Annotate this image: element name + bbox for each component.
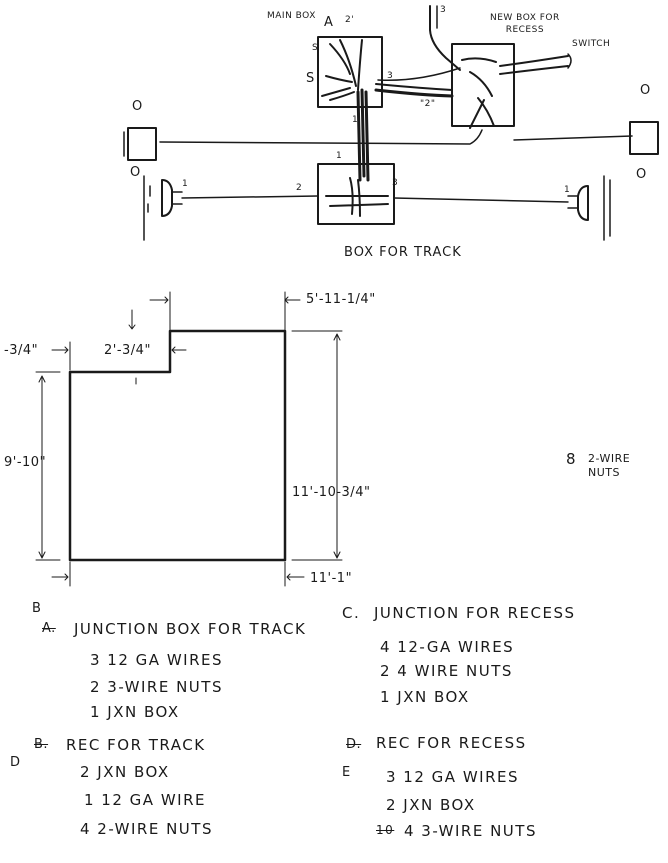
box-for-track-label: BOX FOR TRACK <box>344 245 462 260</box>
list-b-title: JUNCTION BOX FOR TRACK <box>74 620 307 638</box>
wire-3-main-label: 3 <box>387 71 394 81</box>
switch-label: SWITCH <box>572 39 611 49</box>
list-c-letter: C. <box>342 604 361 622</box>
dim-notch: 2'-3/4" <box>104 343 151 358</box>
dim-right: 11'-10-3/4" <box>292 485 371 500</box>
list-e-item-3-strike: 10 <box>376 823 395 837</box>
list-d-item-2: 1 12 GA WIRE <box>84 791 206 809</box>
list-e-letter: E <box>342 765 351 780</box>
dim-line-right <box>291 330 343 561</box>
wire-left-rec-to-track <box>181 195 319 199</box>
list-e-strike: D. <box>346 737 362 752</box>
dim-bottom: 11'-1" <box>310 571 353 586</box>
light-o-left-top: O <box>132 99 143 114</box>
list-d-item-1: 2 JXN BOX <box>80 763 170 781</box>
light-o-right-top: O <box>640 83 651 98</box>
list-e-item-3: 4 3-WIRE NUTS <box>404 822 537 840</box>
right-receptacle <box>577 185 589 221</box>
dim-arrow-top-notch <box>149 291 171 331</box>
dim-arrows-left <box>38 375 46 559</box>
track-box-shape <box>317 163 395 225</box>
main-box-letter: A <box>324 15 334 30</box>
wire-1-track-label: 1 <box>336 151 343 161</box>
main-box-shape <box>317 36 383 108</box>
wire-new-to-right-light <box>513 135 633 141</box>
track-box-wires <box>325 177 389 217</box>
wire-2-mid-label: "2" <box>420 99 436 109</box>
wire-3-top-label: 3 <box>440 5 447 15</box>
floor-plan-outline <box>68 329 287 562</box>
list-b-item-3: 1 JXN BOX <box>90 703 180 721</box>
light-o-left-mid: O <box>130 165 141 180</box>
wire-1-main-label: 1 <box>352 115 359 125</box>
switch-cable-b <box>499 65 569 75</box>
dim-left: 9'-10" <box>4 455 47 470</box>
wire-1-left-rec-label: 1 <box>182 179 189 189</box>
main-box-mark: 2' <box>345 15 355 25</box>
list-e-item-2: 2 JXN BOX <box>386 796 476 814</box>
dim-arrows-right <box>333 333 341 559</box>
light-o-right-mid: O <box>636 167 647 182</box>
list-c-title: JUNCTION FOR RECESS <box>374 604 576 622</box>
list-d-letter: D <box>10 755 21 770</box>
wire-top-feed <box>429 5 461 71</box>
s-mark-2: S <box>306 71 315 86</box>
list-c-item-1: 4 12-GA WIRES <box>380 638 515 656</box>
dim-left-top: -3/4" <box>4 343 39 358</box>
list-b-letter: B <box>32 601 42 616</box>
switch-cable-end <box>567 53 572 69</box>
wire-main-to-new-b <box>375 83 453 91</box>
dim-arrow-bottom-left <box>51 561 71 587</box>
right-light-fixture <box>629 121 659 155</box>
dim-arrow-notch <box>171 346 187 354</box>
dim-notch-tick <box>128 309 136 330</box>
wire-left-light-to-new <box>159 129 483 145</box>
wire-track-to-right-rec <box>393 197 569 203</box>
wire-1-right-rec-label: 1 <box>564 185 571 195</box>
wire-main-to-new <box>374 88 454 98</box>
new-box-label: NEW BOX FOR RECESS <box>490 13 560 35</box>
list-b-item-2: 2 3-WIRE NUTS <box>90 678 223 696</box>
new-box-wires <box>461 57 497 129</box>
dim-arrow-left-top <box>51 341 71 371</box>
new-box-shape <box>451 43 515 127</box>
side-note-label: 2-WIRE NUTS <box>588 452 631 479</box>
list-e-item-1: 3 12 GA WIRES <box>386 768 519 786</box>
wire-2-track-label: 2 <box>296 183 303 193</box>
list-d-strike: B. <box>34 737 49 752</box>
left-light-fixture <box>127 127 157 161</box>
dim-line-left <box>35 371 61 561</box>
list-b-strike: A. <box>42 621 56 636</box>
dim-arrow-bottom-right <box>284 561 305 587</box>
left-receptacle-prongs <box>147 185 183 213</box>
switch-cable <box>499 55 569 67</box>
list-d-item-3: 4 2-WIRE NUTS <box>80 820 213 838</box>
wire-main-to-new-c <box>377 67 461 81</box>
wire-3-track-label: 3 <box>392 178 399 188</box>
list-e-title: REC FOR RECESS <box>376 734 527 752</box>
left-receptacle <box>161 179 173 217</box>
dim-arrow-top-right <box>284 291 301 331</box>
main-box-label: MAIN BOX <box>267 11 316 21</box>
main-box-wires <box>321 39 363 101</box>
list-b-item-1: 3 12 GA WIRES <box>90 651 223 669</box>
side-note-count: 8 <box>566 450 577 468</box>
right-receptacle-prongs <box>567 195 579 209</box>
list-c-item-2: 2 4 WIRE NUTS <box>380 662 513 680</box>
dim-top-right: 5'-11-1/4" <box>306 292 376 307</box>
list-c-item-3: 1 JXN BOX <box>380 688 470 706</box>
wire-main-to-track <box>356 88 370 182</box>
right-receptacle-plate <box>603 175 611 241</box>
s-mark-1: S <box>312 43 319 53</box>
list-d-title: REC FOR TRACK <box>66 736 206 754</box>
